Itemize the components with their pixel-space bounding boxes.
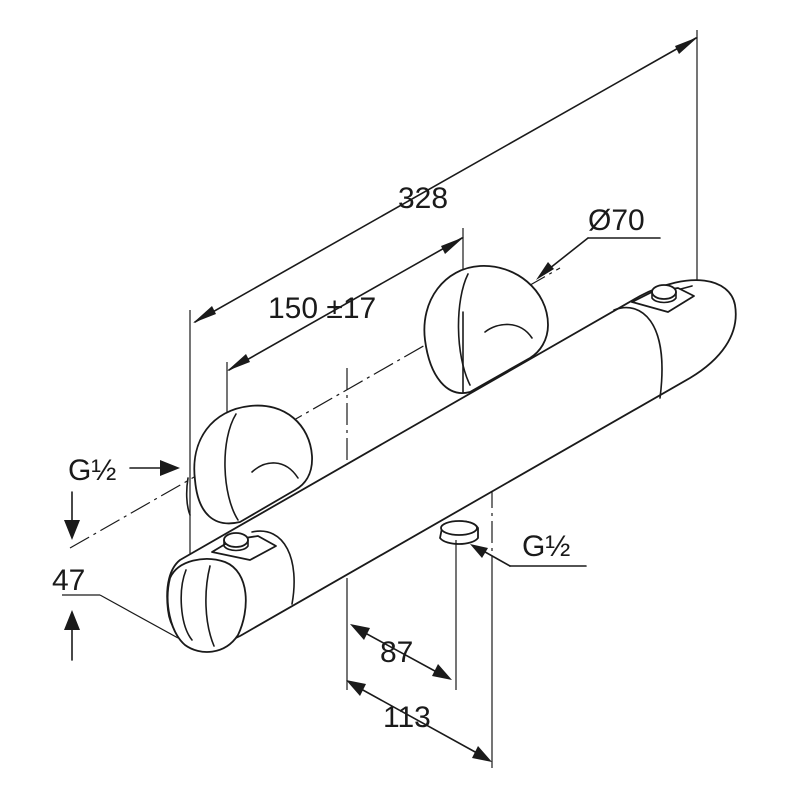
connection-spacing-label: 150 ±17 bbox=[268, 292, 376, 325]
front-flange bbox=[185, 404, 313, 525]
dimension-87: 87 bbox=[346, 600, 452, 690]
dimension-47: 47 bbox=[52, 491, 179, 661]
outlet-offset-label: 87 bbox=[380, 636, 413, 669]
outlet-depth-label: 113 bbox=[383, 701, 431, 734]
dimension-113: 113 bbox=[346, 680, 492, 762]
dimension-diameter: Ø70 bbox=[536, 204, 661, 280]
outlet-thread-callout: G½ bbox=[455, 530, 587, 768]
dimension-150: 150 ±17 bbox=[226, 228, 464, 520]
overall-length-label: 328 bbox=[398, 182, 448, 215]
inlet-thread-label: G½ bbox=[68, 454, 116, 487]
inlet-thread-callout: G½ bbox=[68, 454, 180, 487]
rear-flange bbox=[423, 265, 549, 394]
height-label: 47 bbox=[52, 564, 85, 597]
flange-diameter-label: Ø70 bbox=[588, 204, 645, 237]
mixer-body bbox=[166, 279, 737, 653]
outlet-thread-label: G½ bbox=[522, 530, 570, 563]
